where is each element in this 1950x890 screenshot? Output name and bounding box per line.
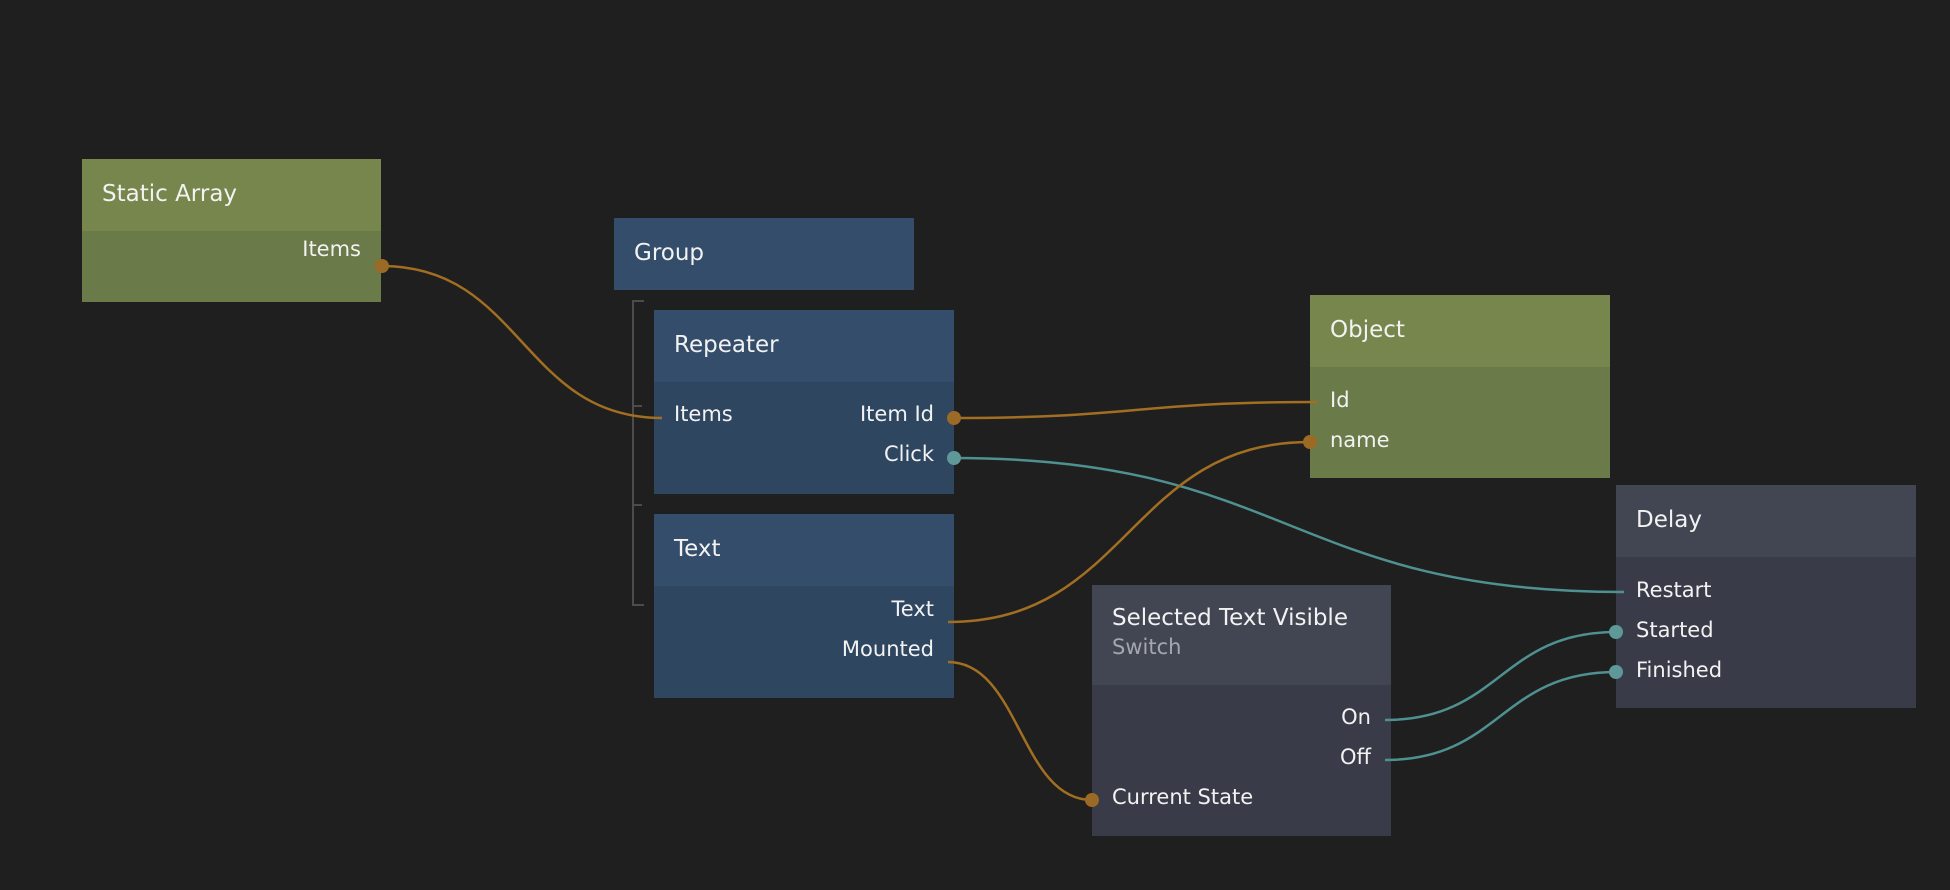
port-off-input[interactable]: Off xyxy=(1340,745,1371,769)
node-text[interactable]: Text Text Mounted xyxy=(654,514,954,698)
bracket-tick xyxy=(632,405,642,407)
port-current-state-output[interactable]: Current State xyxy=(1112,785,1254,809)
port-id-input[interactable]: Id xyxy=(1330,388,1350,412)
node-title: Group xyxy=(634,240,705,266)
node-switch[interactable]: Selected Text Visible Switch On Off Curr… xyxy=(1092,585,1391,836)
group-children-bracket xyxy=(632,300,644,606)
port-started-output[interactable]: Started xyxy=(1636,618,1714,642)
node-object[interactable]: Object Id name xyxy=(1310,295,1610,478)
port-items-output[interactable]: Items xyxy=(302,237,361,261)
node-header[interactable]: Delay xyxy=(1616,485,1916,557)
node-title: Repeater xyxy=(674,332,779,358)
node-group[interactable]: Group xyxy=(614,218,914,290)
node-header[interactable]: Text xyxy=(654,514,954,586)
port-click-output[interactable]: Click xyxy=(883,442,934,466)
node-header[interactable]: Group xyxy=(614,218,914,290)
node-static-array[interactable]: Static Array Items xyxy=(82,159,381,302)
node-title: Selected Text Visible xyxy=(1112,605,1348,631)
port-item-id-output[interactable]: Item Id xyxy=(859,402,934,426)
port-mounted-input[interactable]: Mounted xyxy=(841,637,934,661)
port-on-input[interactable]: On xyxy=(1341,705,1371,729)
connection-repeater-click-to-delay-restart[interactable] xyxy=(953,456,1625,594)
connection-switch-current-state-to-text-mounted[interactable] xyxy=(947,660,1093,802)
node-title: Object xyxy=(1330,317,1405,343)
node-title: Text xyxy=(674,536,721,562)
connection-delay-started-to-switch-on[interactable] xyxy=(1384,630,1617,722)
node-title: Static Array xyxy=(102,181,238,207)
node-header[interactable]: Static Array xyxy=(82,159,381,231)
node-header[interactable]: Object xyxy=(1310,295,1610,367)
port-text-input[interactable]: Text xyxy=(891,597,934,621)
port-items-input[interactable]: Items xyxy=(674,402,733,426)
connection-delay-finished-to-switch-off[interactable] xyxy=(1384,670,1617,762)
bracket-tick xyxy=(632,504,642,506)
node-title: Delay xyxy=(1636,507,1702,533)
node-repeater[interactable]: Repeater Items Item Id Click xyxy=(654,310,954,494)
connection-repeater-item-id-to-object-id[interactable] xyxy=(953,400,1318,420)
node-header[interactable]: Repeater xyxy=(654,310,954,382)
node-header[interactable]: Selected Text Visible Switch xyxy=(1092,585,1391,685)
port-restart-input[interactable]: Restart xyxy=(1636,578,1712,602)
port-finished-output[interactable]: Finished xyxy=(1636,658,1723,682)
port-name-output[interactable]: name xyxy=(1330,428,1390,452)
node-delay[interactable]: Delay Restart Started Finished xyxy=(1616,485,1916,708)
node-subtitle: Switch xyxy=(1112,635,1182,659)
